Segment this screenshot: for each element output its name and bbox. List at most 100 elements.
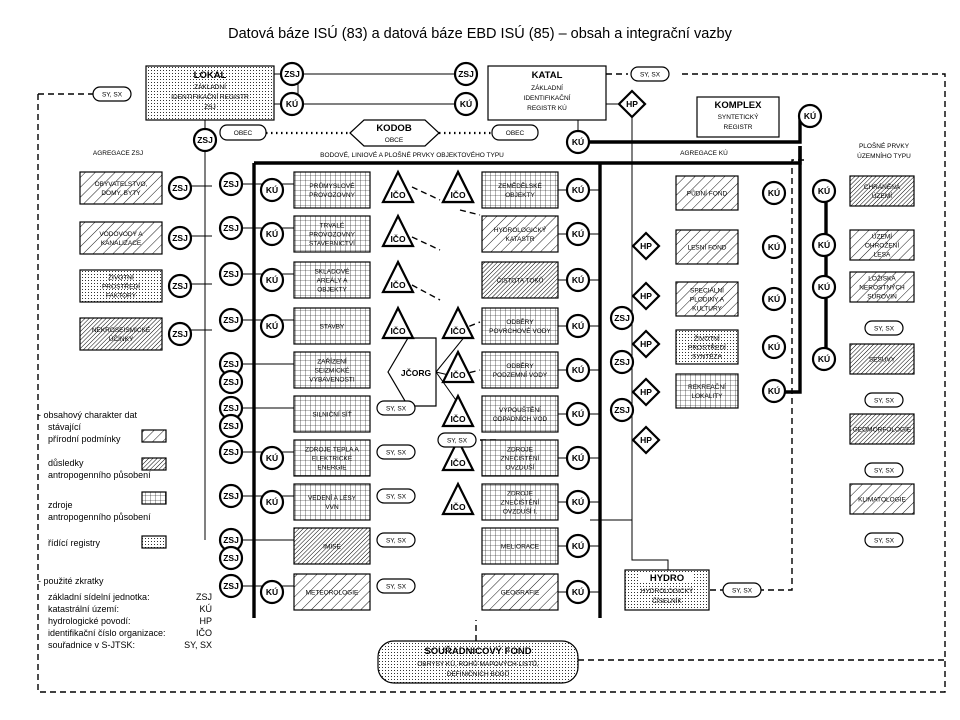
lokal-line-3: ZSJ	[204, 104, 216, 111]
svg-text:OBEC: OBEC	[234, 130, 253, 137]
right-object-1-text: ZEMĚDĚLSKÉ	[498, 181, 542, 190]
ico-node-right-4: IČO	[441, 305, 475, 340]
zsj-aggregate-1-frame	[79, 171, 163, 205]
left-object-8-text: VVN	[325, 504, 339, 511]
left-object-3-text: AREÁLY A	[317, 276, 348, 285]
hydro-title: HYDRO	[650, 573, 684, 584]
ico-node-right-8-label: IČO	[450, 501, 466, 512]
right-object-9-frame	[481, 527, 559, 565]
left-object-6-text: SILNIČNÍ SÍŤ	[312, 410, 351, 419]
zsj-node-left-4-shape	[218, 307, 244, 333]
sysx-right-link	[758, 159, 808, 591]
ico-node-left-4-label: IČO	[390, 325, 406, 336]
zsj-node-lokal: ZSJ	[192, 127, 218, 153]
left-object-2-text: PROVOZOVNY	[309, 232, 356, 239]
ico-node-left-1-label: IČO	[390, 189, 406, 200]
territorial-1-text: ÚZEMÍ	[872, 191, 892, 200]
sysx-node-territorial-4-shape	[864, 532, 904, 548]
ku-node-territorial-4-label: KÚ	[818, 353, 830, 364]
right-object-10-text: GEOGRAFIE	[501, 590, 540, 597]
kodob-register: KODOB OBCE	[349, 119, 440, 147]
right-object-7-text: ZNEČIŠTĚNÍ	[501, 454, 540, 463]
sysx-node-left-8-shape	[376, 488, 416, 504]
zsj-aggregate-4-text: NEKROSEISMICKÉ	[92, 325, 151, 334]
ico-node-left-4: IČO	[381, 305, 415, 340]
territorial-3-frame	[849, 271, 915, 303]
zsj-node-left-3: ZSJ	[218, 261, 244, 287]
legend-heading: - obsahový charakter dat	[38, 410, 138, 420]
left-object-8-text: VEDENÍ A LESY	[308, 493, 357, 502]
sysx-node-left-7: SY, SX	[376, 444, 416, 460]
ico-node-left-1-shape	[381, 169, 415, 204]
ku-node-right-10: KÚ	[565, 579, 591, 605]
left-object-7-text: ZDROJE TEPLA A	[305, 447, 359, 454]
ku-node-agg-5-label: KÚ	[768, 385, 780, 396]
territorial-1-frame	[849, 175, 915, 207]
legend: - obsahový charakter dat stávající příro…	[38, 410, 212, 650]
ku-node-agg-3: KÚ	[761, 286, 787, 312]
bodove-label: BODOVÉ, LINIOVÉ A PLOŠNÉ PRVKY OBJEKTOVÉ…	[320, 150, 504, 159]
zsj-aggregate-2-frame	[79, 221, 163, 255]
svg-text:JČORG: JČORG	[401, 367, 432, 378]
kodob-title: KODOB	[376, 123, 412, 134]
sysx-node-left-7-label: SY, SX	[386, 450, 407, 457]
zsj-node-left-extra-5: ZSJ	[218, 369, 244, 395]
zsj-node-agg-2: ZSJ	[167, 225, 193, 251]
left-object-10-text: METEOROLOGIE	[306, 590, 359, 597]
zsj-aggregate-1: OBYVATELSTVO,DOMY, BYTY	[79, 171, 163, 205]
ku-aggregate-4-text: ŽIVOTNÍ	[694, 334, 720, 343]
obec-left-tag: OBEC	[219, 124, 267, 141]
zsj-aggregate-4-text: ÚČINKY	[109, 334, 134, 343]
ku-node-territorial-1-shape	[811, 178, 837, 204]
ku-node-left-7: KÚ	[259, 445, 285, 471]
ku-node-right-3: KÚ	[565, 267, 591, 293]
ku-node-territorial-2-shape	[811, 232, 837, 258]
zsj-node-agg-4: ZSJ	[167, 321, 193, 347]
left-object-9-frame	[293, 527, 371, 565]
ku-node-right-5: KÚ	[565, 357, 591, 383]
left-object-9: IMISE	[293, 527, 371, 565]
abbr-5-label: souřadnice v S-JTSK:	[48, 640, 135, 650]
lokal-line-1: ZÁKLADNÍ	[194, 82, 226, 91]
ku-node-right-3-shape	[565, 267, 591, 293]
ku-node-agg-5: KÚ	[761, 378, 787, 404]
ku-aggregate-4-text: SYNTÉZA	[692, 352, 723, 361]
kodob-line-1: OBCE	[385, 137, 404, 144]
hp-node-3: HP	[631, 329, 661, 359]
left-object-1-text: PRŮMYSLOVÉ	[309, 181, 355, 190]
zsj-aggregate-1-text: DOMY, BYTY	[101, 190, 141, 197]
ku-node-right-8: KÚ	[565, 489, 591, 515]
ku-node-agg-4-label: KÚ	[768, 341, 780, 352]
ku-node-left-7-label: KÚ	[266, 452, 278, 463]
ku-node-top-left-label: KÚ	[286, 98, 298, 109]
left-object-7-text: ELEKTRICKÉ	[312, 454, 353, 463]
ku-aggregate-3-text: KULTURY	[692, 306, 722, 313]
abbr-heading: - použité zkratky	[38, 576, 104, 586]
ico-node-right-top-label: IČO	[450, 189, 466, 200]
right-object-5-text: PODZEMNÍ VODY	[493, 370, 548, 379]
right-object-6-text: ODPADNÍCH VOD	[493, 414, 548, 423]
ku-node-left-2-shape	[259, 221, 285, 247]
ico-node-left-3-label: IČO	[390, 279, 406, 290]
right-object-1-frame	[481, 171, 559, 209]
souradnicovy-title: SOUŘADNICOVÝ FOND	[424, 645, 531, 657]
zsj-node-left-8: ZSJ	[218, 483, 244, 509]
zsj-node-left-4: ZSJ	[218, 307, 244, 333]
zsj-node-left-extra-9-label: ZSJ	[223, 553, 239, 563]
katal-register: KATAL ZÁKLADNÍ IDENTIFIKAČNÍ REGISTR KÚ	[487, 65, 607, 121]
zsj-node-left-7-label: ZSJ	[223, 447, 239, 457]
legend-swatch-natural	[141, 429, 167, 443]
sysx-node-hydro: SY, SX	[722, 582, 762, 598]
ku-node-right-1-label: KÚ	[572, 184, 584, 195]
zsj-node-right-2-label: ZSJ	[614, 357, 630, 367]
zsj-node-left-extra-9-shape	[218, 545, 244, 571]
zsj-node-right-2: ZSJ	[609, 349, 635, 375]
right-object-4-frame	[481, 307, 559, 345]
zsj-node-left-2: ZSJ	[218, 215, 244, 241]
ku-node-territorial-4-shape	[811, 346, 837, 372]
